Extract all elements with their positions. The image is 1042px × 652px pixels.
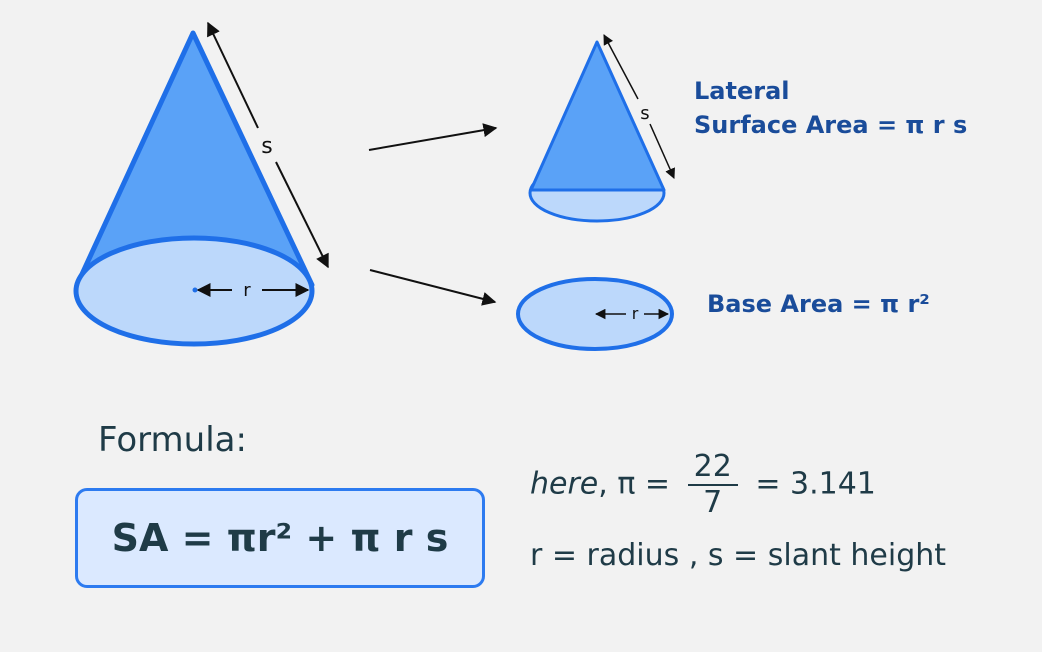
formula-box: SA = πr² + π r s <box>75 488 485 588</box>
lateral-label-line2: Surface Area = π r s <box>694 111 968 139</box>
small-cone-slant-arrow-up <box>603 34 639 100</box>
disc-radius-label: r <box>632 304 639 323</box>
variables-definition: r = radius , s = slant height <box>530 538 947 573</box>
lateral-area-label: Lateral Surface Area = π r s <box>694 74 967 142</box>
big-cone-slant-label: s <box>261 134 272 159</box>
pi-middle: , π = <box>598 466 680 502</box>
pi-suffix: = 3.141 <box>745 466 876 502</box>
pi-prefix: here <box>530 466 599 502</box>
formula-heading: Formula: <box>98 420 247 460</box>
big-cone-radius-label: r <box>243 280 251 301</box>
arrow-to-lateral <box>368 123 498 151</box>
big-cone: r s <box>73 21 329 347</box>
small-cone-lateral <box>529 40 666 192</box>
formula-expression: SA = πr² + π r s <box>111 516 449 560</box>
small-cone: s <box>528 34 675 223</box>
big-cone-slant-arrow-down <box>275 161 329 269</box>
arrow-to-base <box>369 269 497 306</box>
base-area-label: Base Area = π r² <box>707 290 930 318</box>
pi-denominator: 7 <box>703 485 723 520</box>
small-cone-slant-label: s <box>640 103 649 124</box>
big-cone-center-dot <box>192 287 198 293</box>
big-cone-slant-arrow-up <box>207 21 259 129</box>
small-cone-slant-arrow-down <box>649 123 675 179</box>
base-disc: r <box>516 277 674 351</box>
pi-numerator: 22 <box>687 450 738 486</box>
lateral-label-line1: Lateral <box>694 77 790 105</box>
